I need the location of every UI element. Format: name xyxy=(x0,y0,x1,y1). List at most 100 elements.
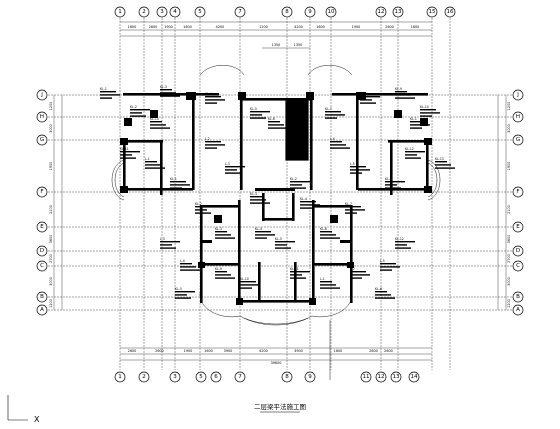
axis-bubble-6 xyxy=(210,371,222,383)
axis-label-D: D xyxy=(40,248,44,254)
beam-tag: KL-6 xyxy=(268,117,275,121)
dim-top: 1600 xyxy=(316,25,325,29)
axis-bubble-5 xyxy=(194,6,206,18)
rebar-note xyxy=(345,212,357,214)
axis-label-10: 10 xyxy=(328,9,335,15)
beam-annotation: KL-5 xyxy=(250,107,270,119)
rebar-note xyxy=(290,271,310,273)
axis-bubble-8 xyxy=(281,6,293,18)
rebar-note xyxy=(420,112,440,114)
axis-label-5: 5 xyxy=(198,9,202,15)
dim-right: 3000 xyxy=(507,124,511,133)
dim-bottom: 1900 xyxy=(184,349,193,353)
rebar-note xyxy=(395,241,415,243)
rebar-note xyxy=(215,237,235,239)
axis-bubble-E xyxy=(36,221,48,233)
rebar-note xyxy=(385,184,397,186)
rebar-note xyxy=(275,241,295,243)
axis-bubble-H xyxy=(512,111,524,123)
rebar-note xyxy=(225,169,237,171)
rebar-note xyxy=(360,96,380,98)
beam-tag: L-3 xyxy=(160,237,165,241)
axis-label-C: C xyxy=(40,263,44,269)
rebar-note xyxy=(195,212,211,214)
beam-annotation: KL-7 xyxy=(325,107,345,119)
beam-tag: KL-5 xyxy=(250,107,257,111)
rebar-note xyxy=(160,241,180,243)
beam-tag: KL-9 xyxy=(215,267,222,271)
rebar-note xyxy=(215,277,235,279)
rebar-note xyxy=(410,127,422,129)
axis-bubble-D xyxy=(512,245,524,257)
axis-bubble-13 xyxy=(392,6,404,18)
axis-label-16: 16 xyxy=(447,9,454,15)
beam-tag: KL-4 xyxy=(255,227,262,231)
rebar-note xyxy=(225,172,241,174)
rebar-note xyxy=(325,114,345,116)
rebar-note xyxy=(120,151,140,153)
dim-bottom-total: 39600 xyxy=(271,361,282,365)
beam-annotation: KL-12 xyxy=(405,147,425,159)
rebar-note xyxy=(435,164,451,166)
rebar-note xyxy=(215,271,227,273)
axis-bubble-2 xyxy=(138,6,150,18)
beam-tag: KL-11 xyxy=(120,147,129,151)
beam-tag: KL-7 xyxy=(325,107,332,111)
beam-annotation: KL-3 xyxy=(160,85,180,97)
dim-top: 4200 xyxy=(216,25,225,29)
rebar-note xyxy=(395,91,407,93)
beam-annotation: KL-13 xyxy=(150,117,170,129)
rebar-note xyxy=(345,209,365,211)
beam-tag: KL-12 xyxy=(395,237,404,241)
beam-tag: L-4 xyxy=(180,259,185,263)
bay-windows xyxy=(111,65,441,380)
beam-annotation: KL-3 xyxy=(250,192,270,204)
axis-label-12: 12 xyxy=(378,374,385,380)
beam-annotations: KL-1KL-2KL-3KL-4KL-5KL-6KL-7KL-8KL-9KL-1… xyxy=(100,85,455,299)
axis-label-A: A xyxy=(40,307,44,313)
axis-bubble-10 xyxy=(325,6,337,18)
beam-tag: L-5 xyxy=(380,259,385,263)
stair xyxy=(288,103,306,157)
axis-bubble-3 xyxy=(156,6,168,18)
axis-label-7: 7 xyxy=(238,9,242,15)
axis-bubble-14 xyxy=(408,371,420,383)
rebar-note xyxy=(320,237,340,239)
axis-bubble-15 xyxy=(426,6,438,18)
rebar-note xyxy=(395,244,407,246)
rebar-note xyxy=(275,244,287,246)
beam-annotation: KL-9 xyxy=(215,267,235,279)
axis-label-A: A xyxy=(516,307,520,313)
axis-bubble-2 xyxy=(138,371,150,383)
rebar-note xyxy=(420,109,436,111)
rebar-note xyxy=(100,94,120,96)
beam-tag: KL-1 xyxy=(100,87,107,91)
vertical-grid-lines xyxy=(119,18,451,370)
rebar-note xyxy=(375,294,391,296)
axis-label-9: 9 xyxy=(308,9,312,15)
beam-annotation: KL-5 xyxy=(275,237,295,249)
axis-label-F: F xyxy=(40,189,43,195)
rebar-note xyxy=(170,181,186,183)
beam-tag: KL-3 xyxy=(250,192,257,196)
axis-bubble-C xyxy=(512,260,524,272)
rebar-note xyxy=(350,271,366,273)
beam-tag: KL-12 xyxy=(405,147,414,151)
beam-annotation: KL-6 xyxy=(375,287,395,299)
axis-label-1: 1 xyxy=(118,374,122,380)
axis-label-G: G xyxy=(516,137,520,143)
beam-tag: KL-1 xyxy=(410,117,417,121)
axis-bubble-A xyxy=(36,304,48,316)
rebar-note xyxy=(250,199,266,201)
beam-tag: KL-10 xyxy=(240,277,249,281)
beam-annotation: L-4 xyxy=(180,259,200,271)
axis-bubble-13 xyxy=(390,371,402,383)
rebar-note xyxy=(150,124,166,126)
axis-label-3: 3 xyxy=(160,9,164,15)
beam-tag: KL-3 xyxy=(215,227,222,231)
rebar-note xyxy=(225,166,245,168)
rebar-note xyxy=(360,99,372,101)
dim-top: 1600 xyxy=(128,25,137,29)
